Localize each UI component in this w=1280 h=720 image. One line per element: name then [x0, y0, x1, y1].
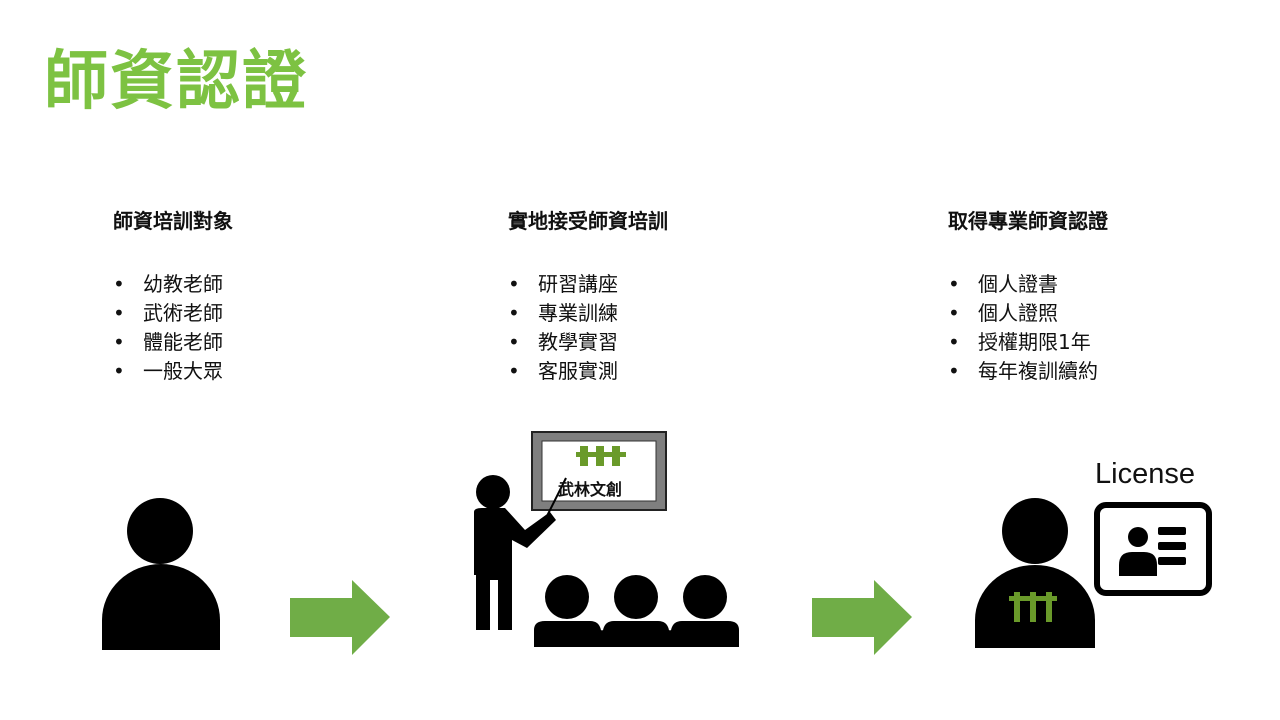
- list-item: 研習講座: [508, 270, 668, 299]
- list-item: 授權期限1年: [948, 328, 1108, 357]
- list-item: 客服實測: [508, 357, 668, 386]
- id-card-icon: [1094, 502, 1212, 596]
- column-training: 實地接受師資培訓 研習講座 專業訓練 教學實習 客服實測: [508, 205, 668, 386]
- presentation-board-icon: [531, 431, 667, 511]
- logo-icon: [1009, 592, 1057, 622]
- arrow-right-icon: [290, 580, 390, 655]
- column-heading: 實地接受師資培訓: [508, 209, 668, 233]
- list-item: 每年複訓續約: [948, 357, 1108, 386]
- logo-icon: [576, 446, 626, 466]
- column-audience: 師資培訓對象 幼教老師 武術老師 體能老師 一般大眾: [113, 205, 233, 386]
- page-title: 師資認證: [44, 45, 308, 119]
- list-item: 一般大眾: [113, 357, 233, 386]
- logo-text: 武林文創: [558, 480, 623, 499]
- list-item: 武術老師: [113, 299, 233, 328]
- arrow-right-icon: [812, 580, 912, 655]
- person-icon: [102, 498, 220, 650]
- teacher-icon: [474, 475, 567, 630]
- certified-person-icon: [975, 498, 1095, 648]
- list-item: 教學實習: [508, 328, 668, 357]
- list-item: 個人證照: [948, 299, 1108, 328]
- list-item: 幼教老師: [113, 270, 233, 299]
- license-label: License: [1095, 458, 1195, 490]
- list-item: 體能老師: [113, 328, 233, 357]
- list-item: 專業訓練: [508, 299, 668, 328]
- list-item: 個人證書: [948, 270, 1108, 299]
- column-heading: 取得專業師資認證: [948, 209, 1108, 233]
- audience-icon: [532, 575, 741, 649]
- column-heading: 師資培訓對象: [113, 209, 233, 233]
- column-certification: 取得專業師資認證 個人證書 個人證照 授權期限1年 每年複訓續約: [948, 205, 1108, 386]
